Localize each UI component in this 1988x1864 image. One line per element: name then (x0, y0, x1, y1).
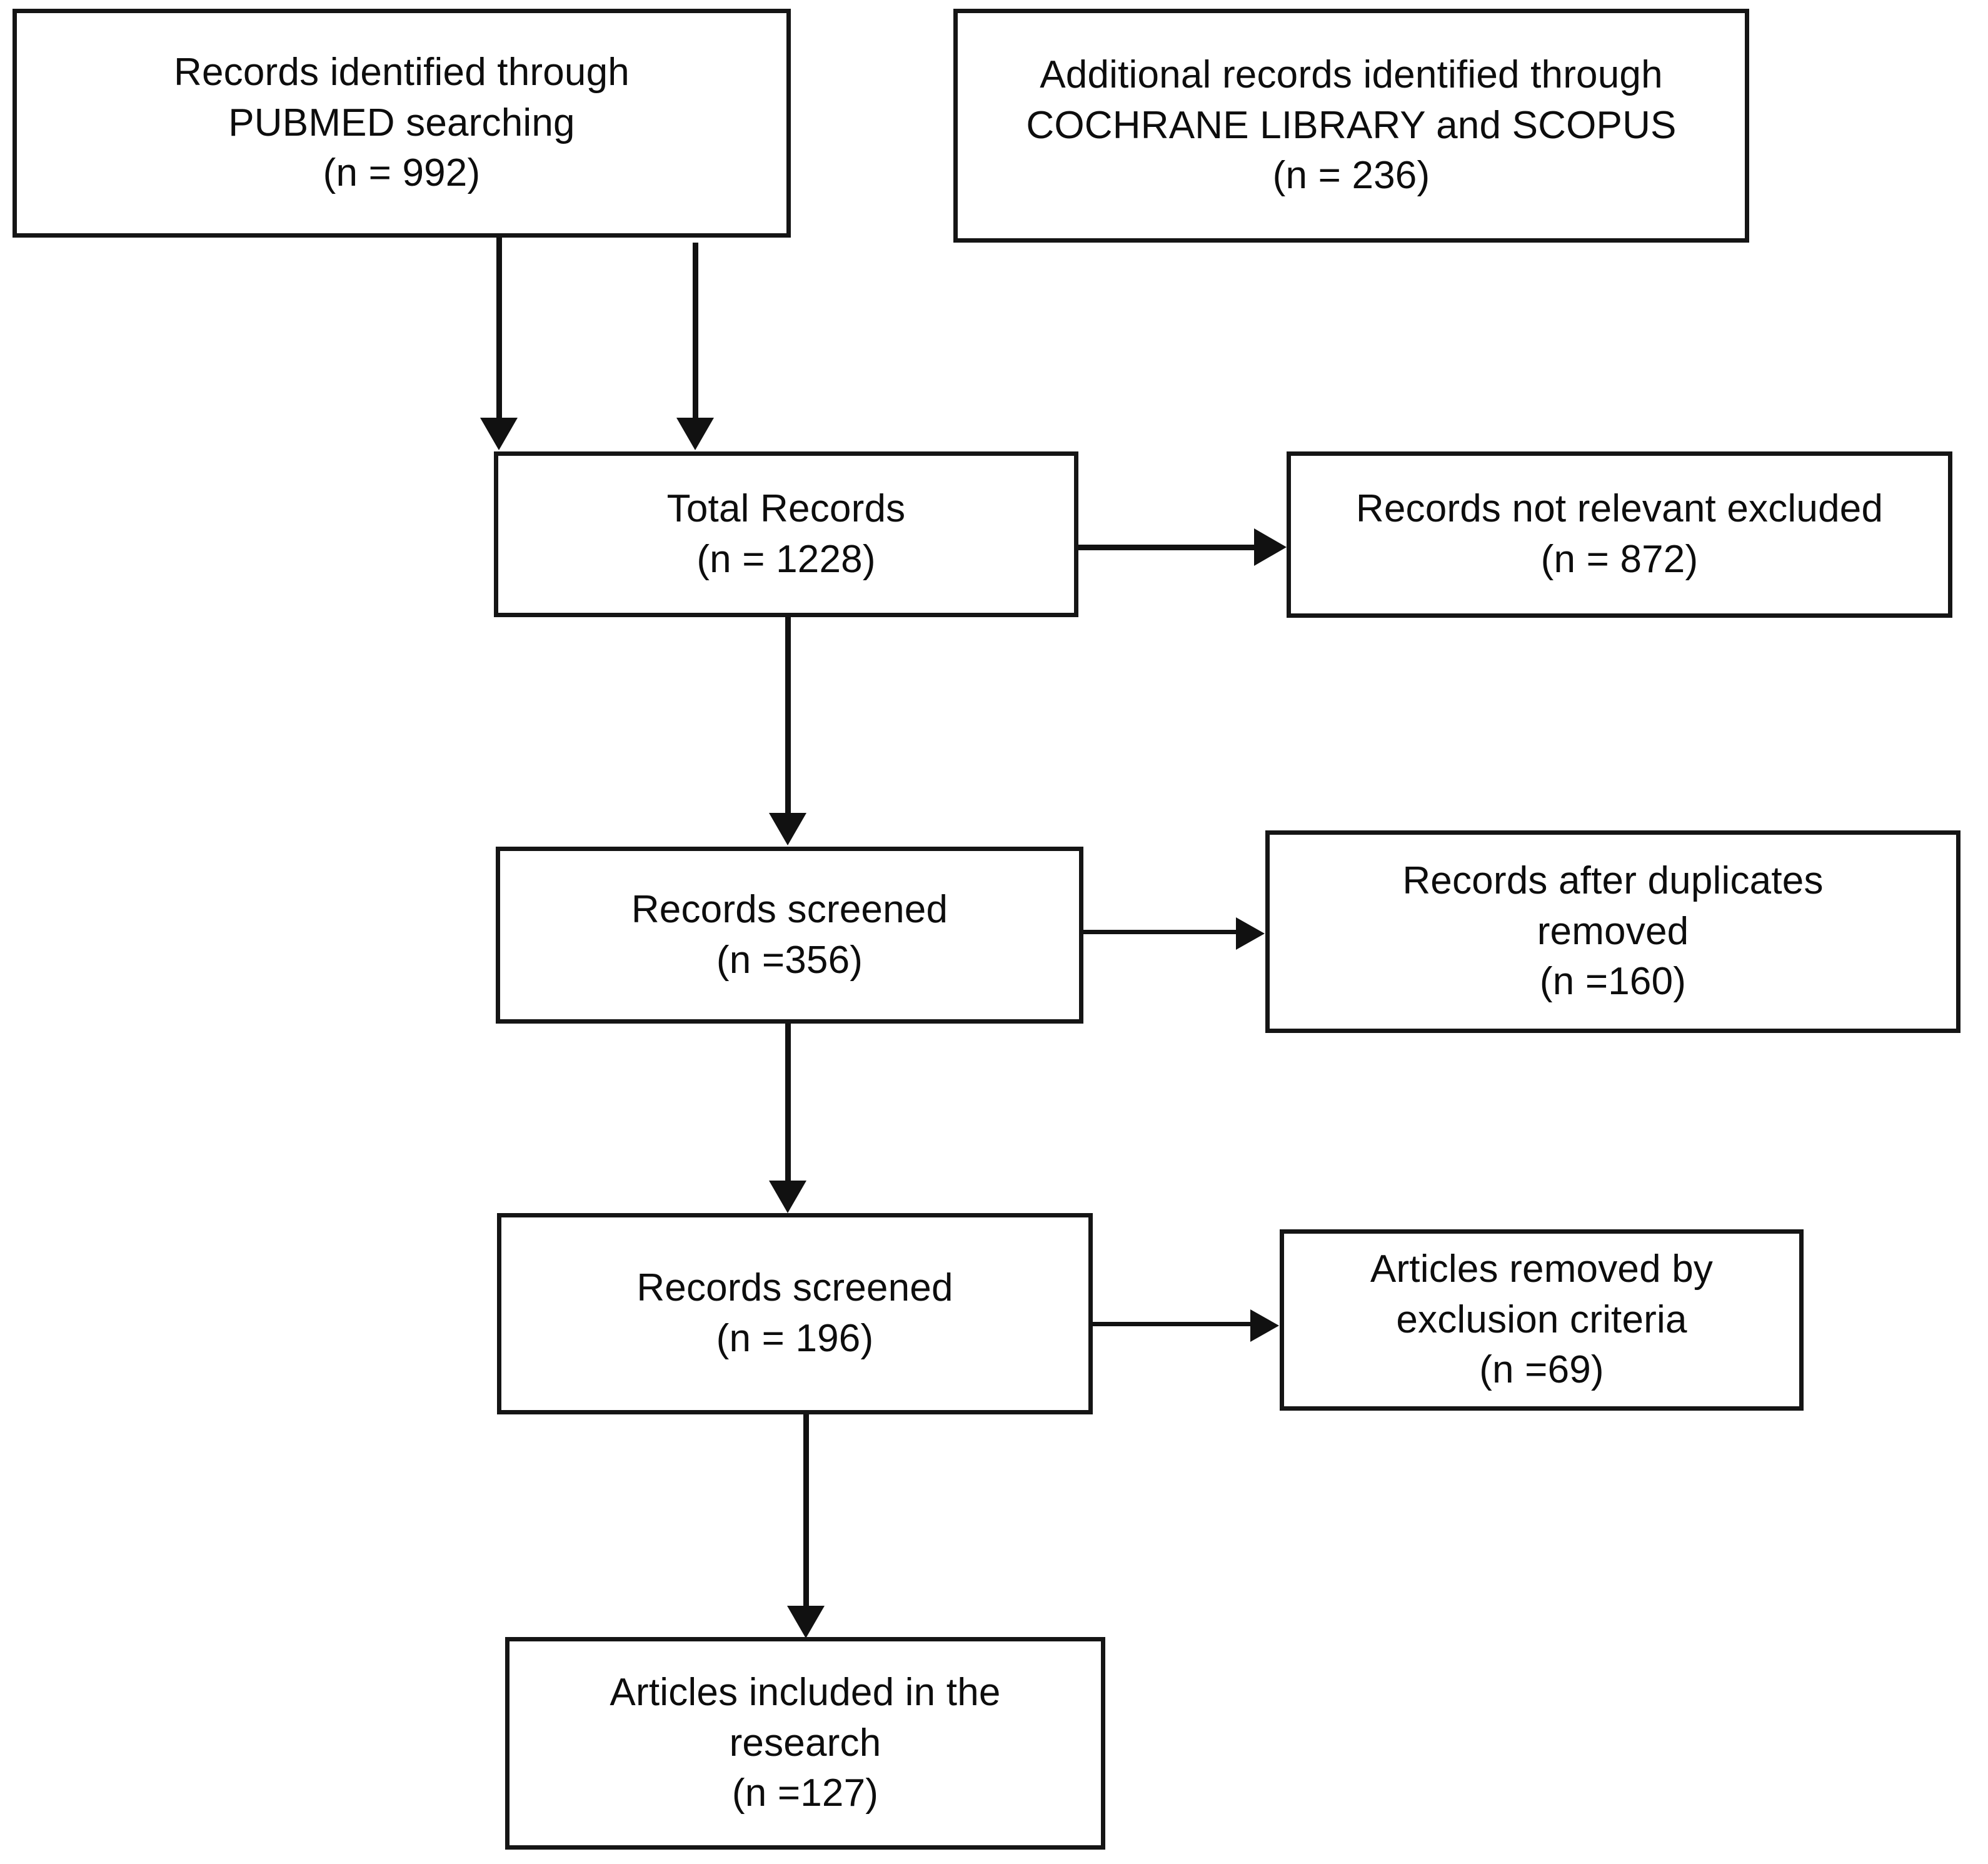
edge-pubmed-to-total-line (496, 238, 502, 420)
node-articles-included-label: Articles included in the research (n =12… (610, 1671, 1001, 1815)
node-exclusion-criteria-label: Articles removed by exclusion criteria (… (1370, 1247, 1714, 1392)
node-additional-records-label: Additional records identified through CO… (1026, 53, 1677, 198)
node-total-records: Total Records (n = 1228) (494, 451, 1078, 617)
node-records-screened-196: Records screened (n = 196) (497, 1213, 1093, 1414)
edge-total-to-excluded-line (1078, 545, 1257, 550)
node-pubmed-records: Records identified through PUBMED search… (13, 9, 791, 238)
edge-screened356-to-screened196-arrowhead (769, 1181, 806, 1213)
edge-total-to-screened356-arrowhead (769, 813, 806, 845)
edge-screened196-to-included-arrowhead (787, 1606, 825, 1638)
node-records-screened-356-label: Records screened (n =356) (631, 887, 948, 982)
edge-screened356-to-duplicates-arrowhead (1236, 917, 1265, 950)
node-articles-included: Articles included in the research (n =12… (505, 1637, 1105, 1850)
node-duplicates-removed-label: Records after duplicates removed (n =160… (1402, 859, 1824, 1004)
node-pubmed-records-label: Records identified through PUBMED search… (174, 51, 630, 195)
edge-total-to-excluded-arrowhead (1254, 528, 1287, 566)
edge-screened196-to-included-line (803, 1414, 809, 1608)
node-additional-records: Additional records identified through CO… (953, 9, 1749, 243)
edge-screened196-to-exclusion-arrowhead (1250, 1309, 1279, 1342)
edge-screened196-to-exclusion-line (1093, 1322, 1253, 1326)
node-total-records-label: Total Records (n = 1228) (666, 486, 906, 581)
node-records-screened-196-label: Records screened (n = 196) (636, 1266, 953, 1360)
edge-screened356-to-screened196-line (785, 1024, 791, 1184)
node-not-relevant-excluded: Records not relevant excluded (n = 872) (1287, 451, 1952, 618)
edge-total-to-screened356-line (785, 617, 791, 816)
edge-additional-to-total-line (693, 243, 698, 420)
node-records-screened-356: Records screened (n =356) (496, 847, 1083, 1024)
edge-pubmed-to-total-arrowhead (480, 418, 518, 450)
node-not-relevant-excluded-label: Records not relevant excluded (n = 872) (1355, 487, 1884, 581)
node-exclusion-criteria: Articles removed by exclusion criteria (… (1280, 1229, 1804, 1411)
edge-additional-to-total-arrowhead (676, 418, 714, 450)
edge-screened356-to-duplicates-line (1083, 930, 1238, 934)
node-duplicates-removed: Records after duplicates removed (n =160… (1265, 830, 1960, 1033)
